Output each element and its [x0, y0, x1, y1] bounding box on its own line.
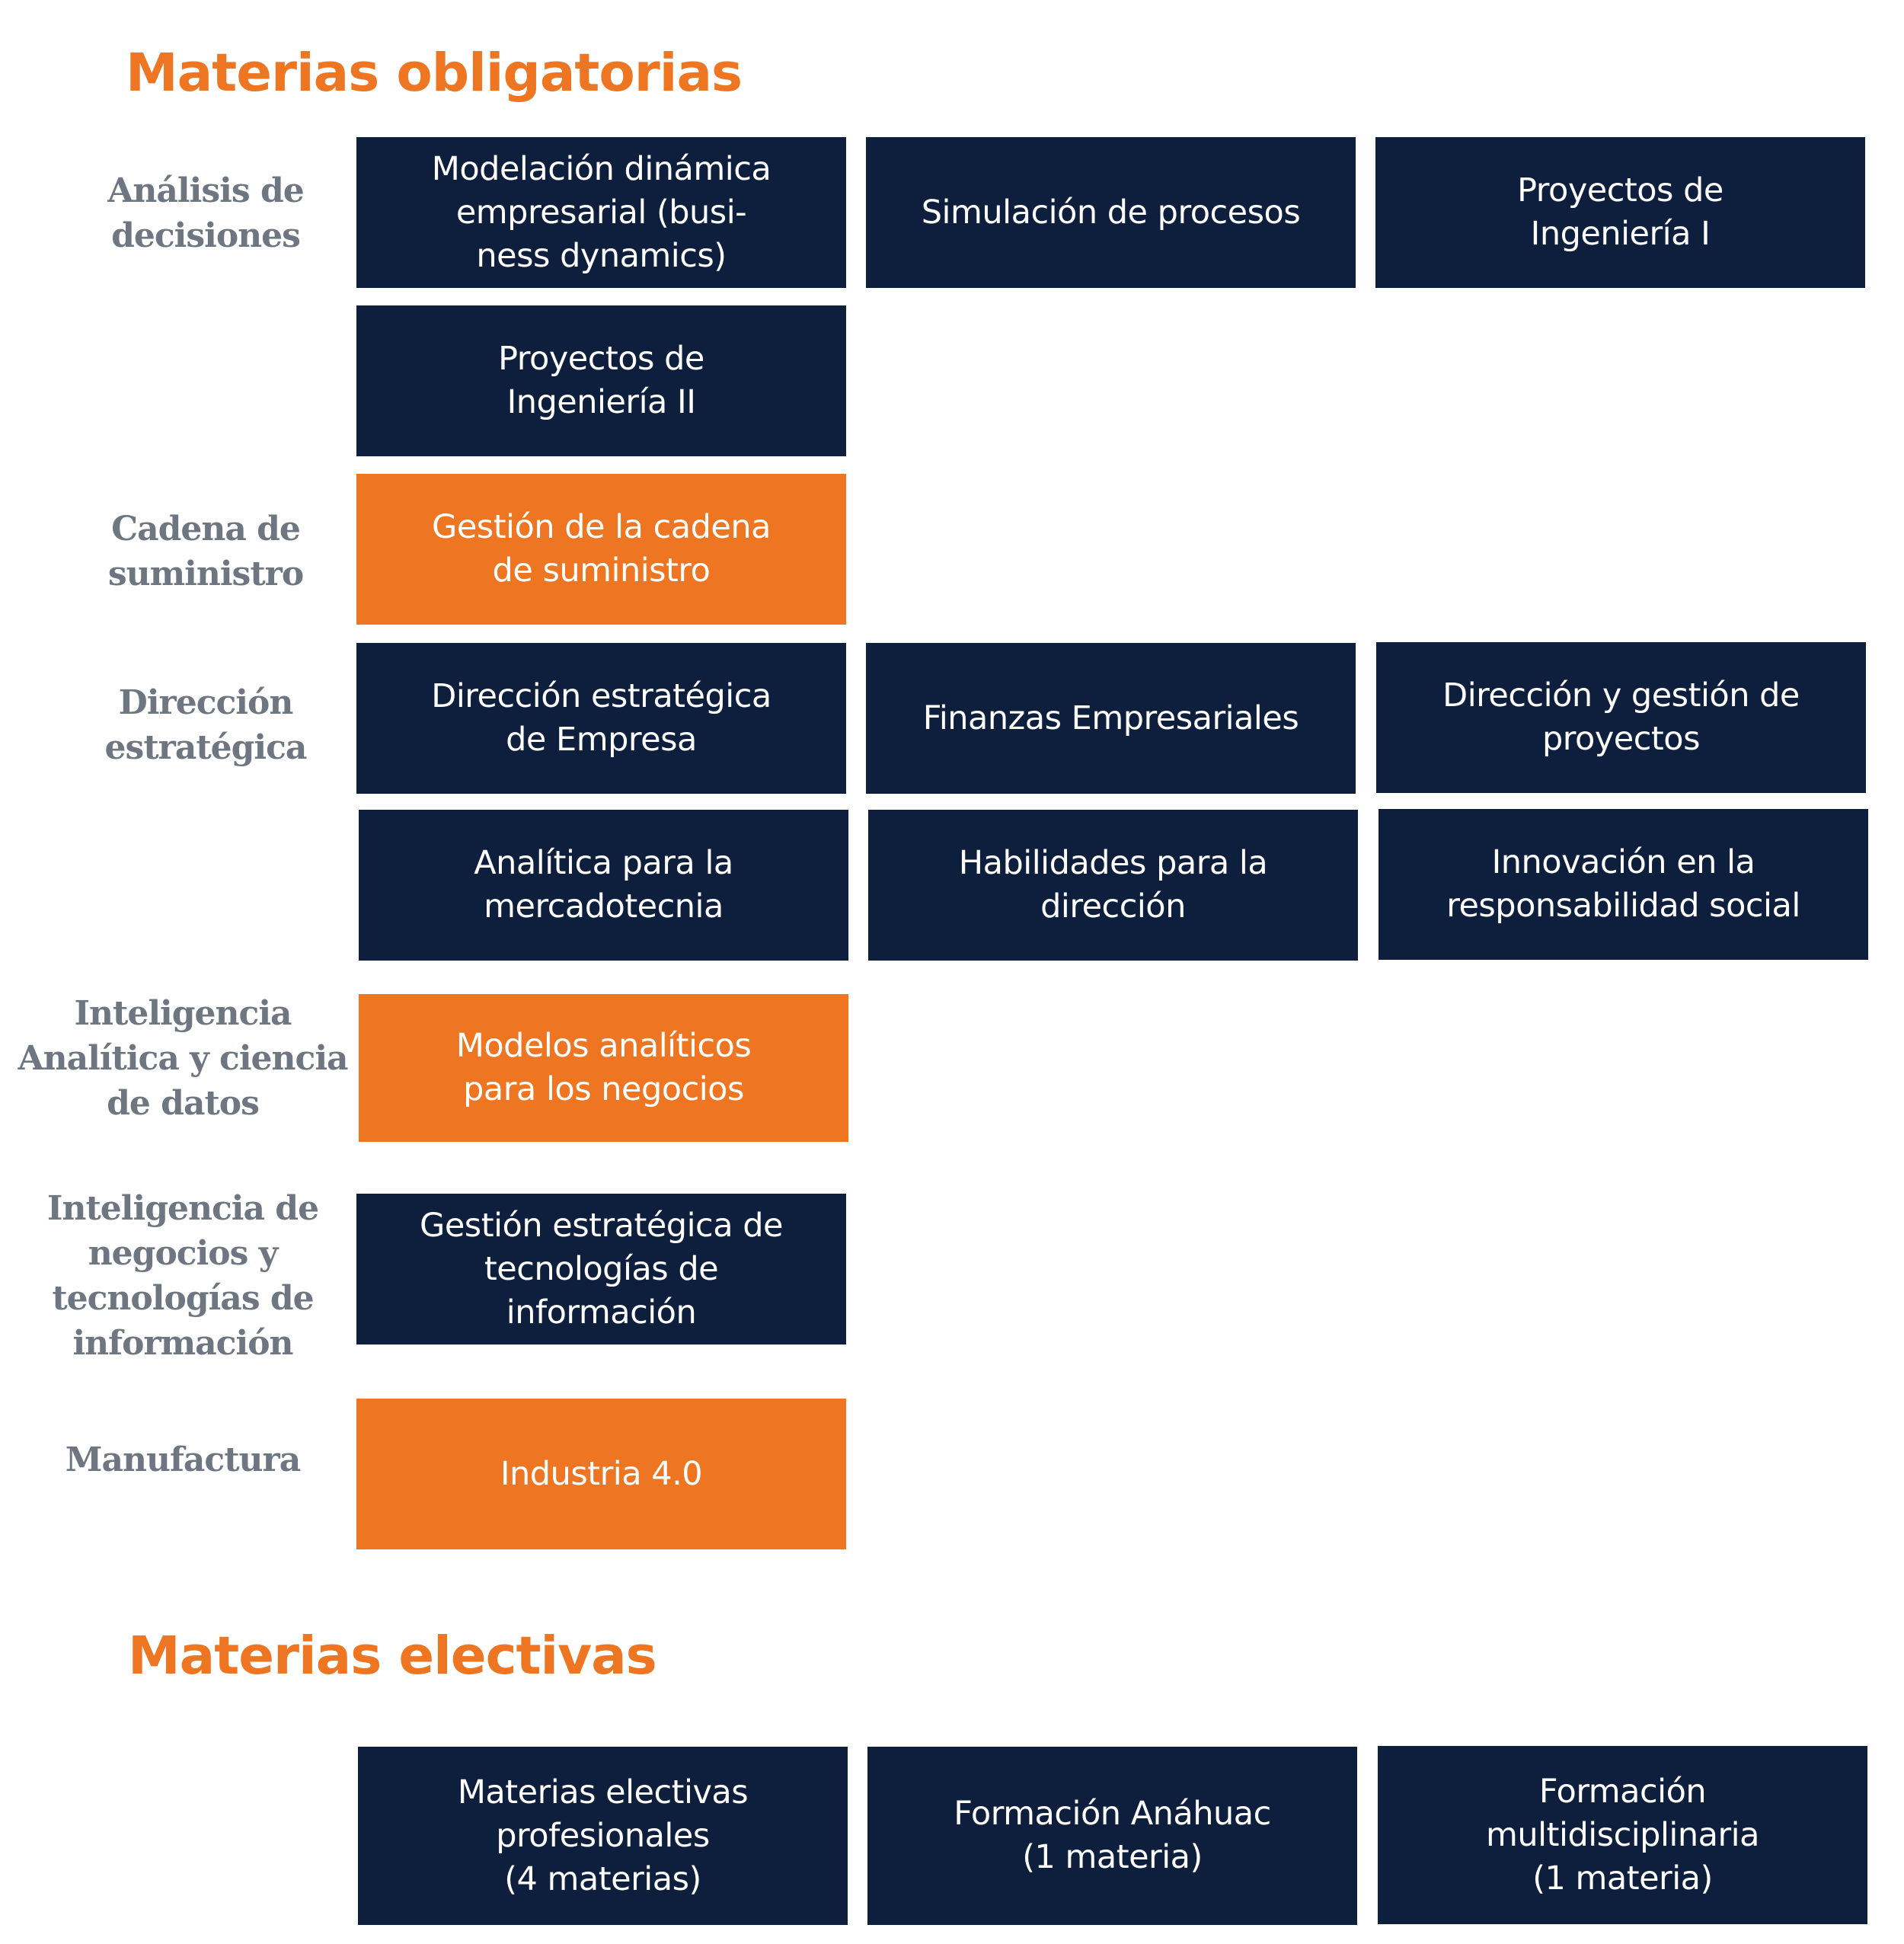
subject-modelos-analiticos: Modelos analíticos para los negocios: [359, 994, 848, 1142]
row-label-analisis-decisiones: Análisis de decisiones: [107, 171, 304, 255]
row-label-manufactura: Manufactura: [65, 1440, 301, 1479]
subject-simulacion-procesos: Simulación de procesos: [866, 137, 1356, 288]
subject-direccion-gestion-proyectos: Dirección y gestión de proyectos: [1376, 642, 1866, 793]
subject-industria-4: Industria 4.0: [356, 1399, 846, 1549]
subject-modelacion-dinamica: Modelación dinámica empresarial (busi- n…: [356, 137, 846, 288]
row-label-inteligencia-negocios: Inteligencia de negocios y tecnologías d…: [46, 1189, 319, 1363]
subject-innovacion-responsabilidad-social: Innovación en la responsabilidad social: [1378, 809, 1868, 960]
subject-direccion-estrategica-empresa: Dirección estratégica de Empresa: [356, 643, 846, 794]
subject-analitica-mercadotecnia: Analítica para la mercadotecnia: [359, 810, 848, 961]
row-label-inteligencia-analitica: Inteligencia Analítica y ciencia de dato…: [18, 994, 348, 1123]
row-label-direccion-estrategica: Dirección estratégica: [104, 683, 308, 767]
elective-formacion-multidisciplinaria: Formación multidisciplinaria (1 materia): [1378, 1746, 1867, 1924]
subject-gestion-estrategica-tecnologias: Gestión estratégica de tecnologías de in…: [356, 1194, 846, 1344]
subject-gestion-cadena-suministro: Gestión de la cadena de suministro: [356, 474, 846, 625]
elective-formacion-anahuac: Formación Anáhuac (1 materia): [867, 1747, 1357, 1925]
subject-habilidades-direccion: Habilidades para la dirección: [868, 810, 1358, 961]
section-title-obligatorias: Materias obligatorias: [126, 43, 743, 104]
subject-finanzas-empresariales: Finanzas Empresariales: [866, 643, 1356, 794]
subject-proyectos-ingenieria-2: Proyectos de Ingeniería II: [356, 305, 846, 456]
elective-materias-profesionales: Materias electivas profesionales (4 mate…: [358, 1747, 848, 1925]
subject-proyectos-ingenieria-1: Proyectos de Ingeniería I: [1375, 137, 1865, 288]
section-title-electivas: Materias electivas: [128, 1626, 657, 1687]
row-label-cadena-suministro: Cadena de suministro: [107, 510, 304, 593]
